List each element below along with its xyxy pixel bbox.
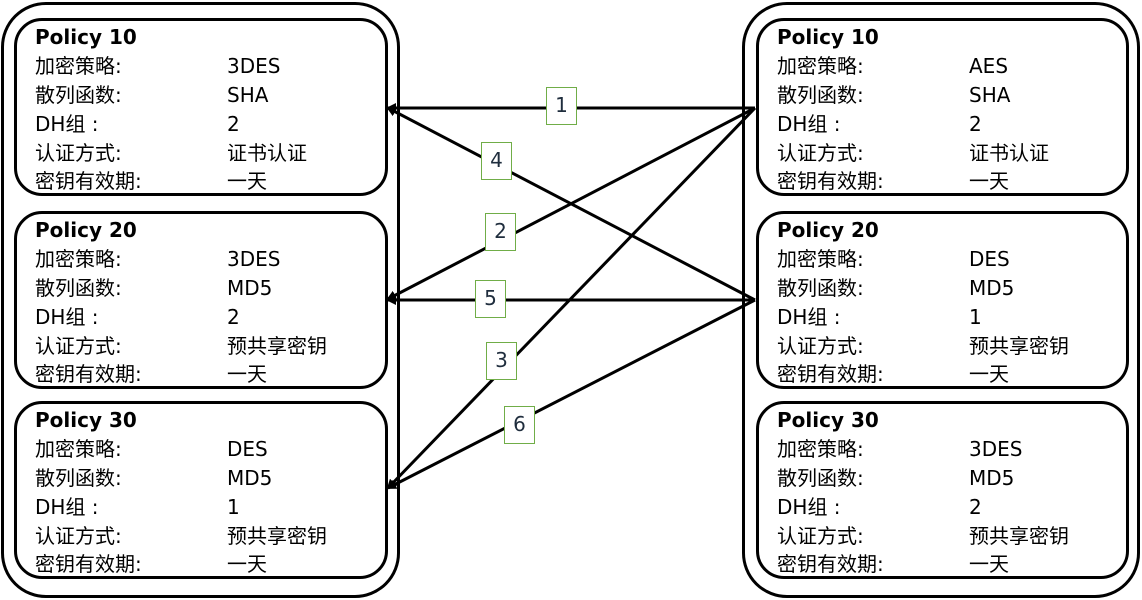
policy-title: Policy 10 <box>777 25 879 49</box>
policy-row-auth: 认证方式:预共享密钥 <box>35 334 327 358</box>
connection-label-2: 2 <box>485 213 516 251</box>
policy-row-lifetime: 密钥有效期:一天 <box>777 169 1009 193</box>
policy-row-encryption: 加密策略:3DES <box>35 54 281 78</box>
policy-title: Policy 30 <box>777 408 879 432</box>
policy-title: Policy 20 <box>35 218 137 242</box>
policy-row-encryption: 加密策略:DES <box>777 247 1010 271</box>
policy-row-encryption: 加密策略:DES <box>35 437 268 461</box>
policy-row-hash: 散列函数:MD5 <box>35 276 273 300</box>
policy-row-dh-group: DH组 :1 <box>777 305 982 329</box>
left-policy-20: Policy 20 加密策略:3DES 散列函数:MD5 DH组 :2 认证方式… <box>14 211 388 389</box>
policy-row-dh-group: DH组 :2 <box>35 112 240 136</box>
policy-row-encryption: 加密策略:3DES <box>35 247 281 271</box>
policy-row-auth: 认证方式:预共享密钥 <box>35 524 327 548</box>
policy-row-dh-group: DH组 :2 <box>777 112 982 136</box>
left-policy-30: Policy 30 加密策略:DES 散列函数:MD5 DH组 :1 认证方式:… <box>14 401 388 579</box>
policy-title: Policy 20 <box>777 218 879 242</box>
left-policy-10: Policy 10 加密策略:3DES 散列函数:SHA DH组 :2 认证方式… <box>14 18 388 196</box>
connection-label-4: 4 <box>481 142 512 180</box>
policy-row-lifetime: 密钥有效期:一天 <box>35 169 267 193</box>
policy-row-encryption: 加密策略:3DES <box>777 437 1023 461</box>
policy-row-auth: 认证方式:证书认证 <box>35 141 307 165</box>
policy-title: Policy 10 <box>35 25 137 49</box>
policy-row-hash: 散列函数:MD5 <box>777 466 1015 490</box>
connection-line-6 <box>386 298 756 490</box>
connection-line-3 <box>386 106 757 490</box>
policy-row-hash: 散列函数:SHA <box>35 83 269 107</box>
right-policy-10: Policy 10 加密策略:AES 散列函数:SHA DH组 :2 认证方式:… <box>756 18 1129 196</box>
policy-row-hash: 散列函数:MD5 <box>777 276 1015 300</box>
policy-row-hash: 散列函数:MD5 <box>35 466 273 490</box>
policy-row-auth: 认证方式:证书认证 <box>777 141 1049 165</box>
connection-label-1: 1 <box>546 87 577 125</box>
connection-label-3: 3 <box>486 342 517 380</box>
policy-row-lifetime: 密钥有效期:一天 <box>777 552 1009 576</box>
connection-line-4 <box>386 106 756 302</box>
policy-row-auth: 认证方式:预共享密钥 <box>777 524 1069 548</box>
policy-row-hash: 散列函数:SHA <box>777 83 1011 107</box>
right-policy-30: Policy 30 加密策略:3DES 散列函数:MD5 DH组 :2 认证方式… <box>756 401 1129 579</box>
policy-row-dh-group: DH组 :2 <box>777 495 982 519</box>
policy-row-lifetime: 密钥有效期:一天 <box>777 362 1009 386</box>
policy-row-encryption: 加密策略:AES <box>777 54 1009 78</box>
policy-title: Policy 30 <box>35 408 137 432</box>
policy-row-lifetime: 密钥有效期:一天 <box>35 552 267 576</box>
connection-label-6: 6 <box>504 406 535 444</box>
connection-label-5: 5 <box>475 280 506 318</box>
right-policy-20: Policy 20 加密策略:DES 散列函数:MD5 DH组 :1 认证方式:… <box>756 211 1129 389</box>
policy-row-dh-group: DH组 :2 <box>35 305 240 329</box>
policy-row-lifetime: 密钥有效期:一天 <box>35 362 267 386</box>
policy-row-dh-group: DH组 :1 <box>35 495 240 519</box>
policy-row-auth: 认证方式:预共享密钥 <box>777 334 1069 358</box>
